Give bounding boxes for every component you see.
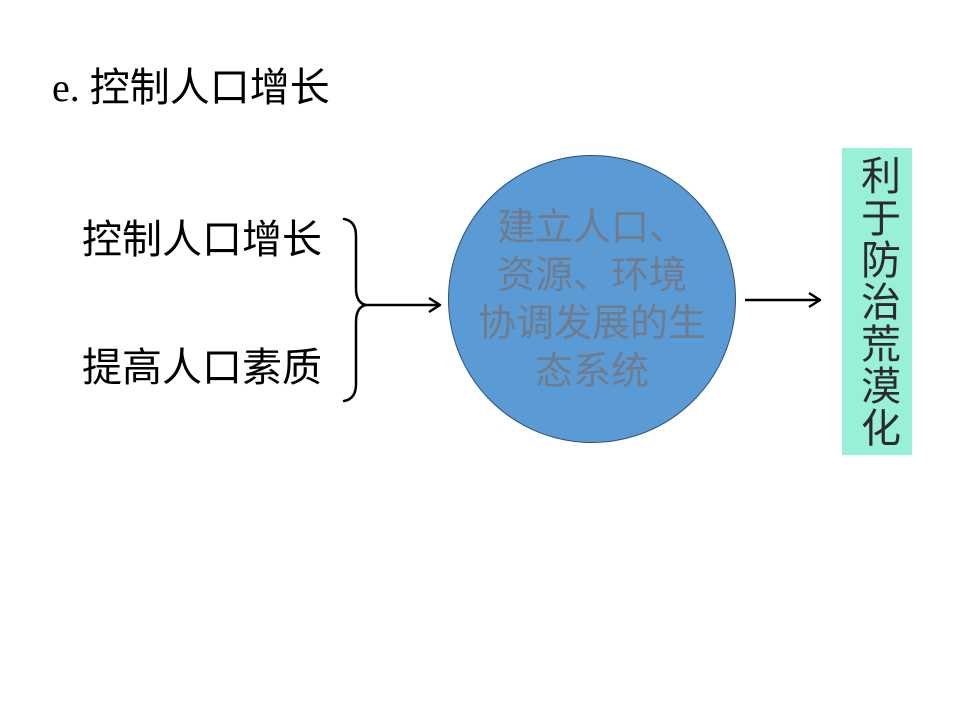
arrow-to-circle <box>366 296 442 314</box>
slide-title: e. 控制人口增长 <box>52 65 330 110</box>
result-box: 利于防治荒漠化 <box>842 148 912 455</box>
ecosystem-circle: 建立人口、 资源、环境 协调发展的生 态系统 <box>448 155 736 443</box>
circle-text-line: 建立人口、 <box>496 205 687 249</box>
left-item-improve-quality: 提高人口素质 <box>82 345 322 391</box>
circle-text-line: 态系统 <box>534 349 649 393</box>
circle-text-line: 资源、环境 <box>496 253 687 297</box>
circle-text-line: 协调发展的生 <box>477 301 706 345</box>
result-text: 利于防治荒漠化 <box>854 154 900 449</box>
arrow-to-result <box>745 291 822 309</box>
left-item-control-growth: 控制人口增长 <box>82 217 322 263</box>
curly-brace <box>342 217 367 403</box>
